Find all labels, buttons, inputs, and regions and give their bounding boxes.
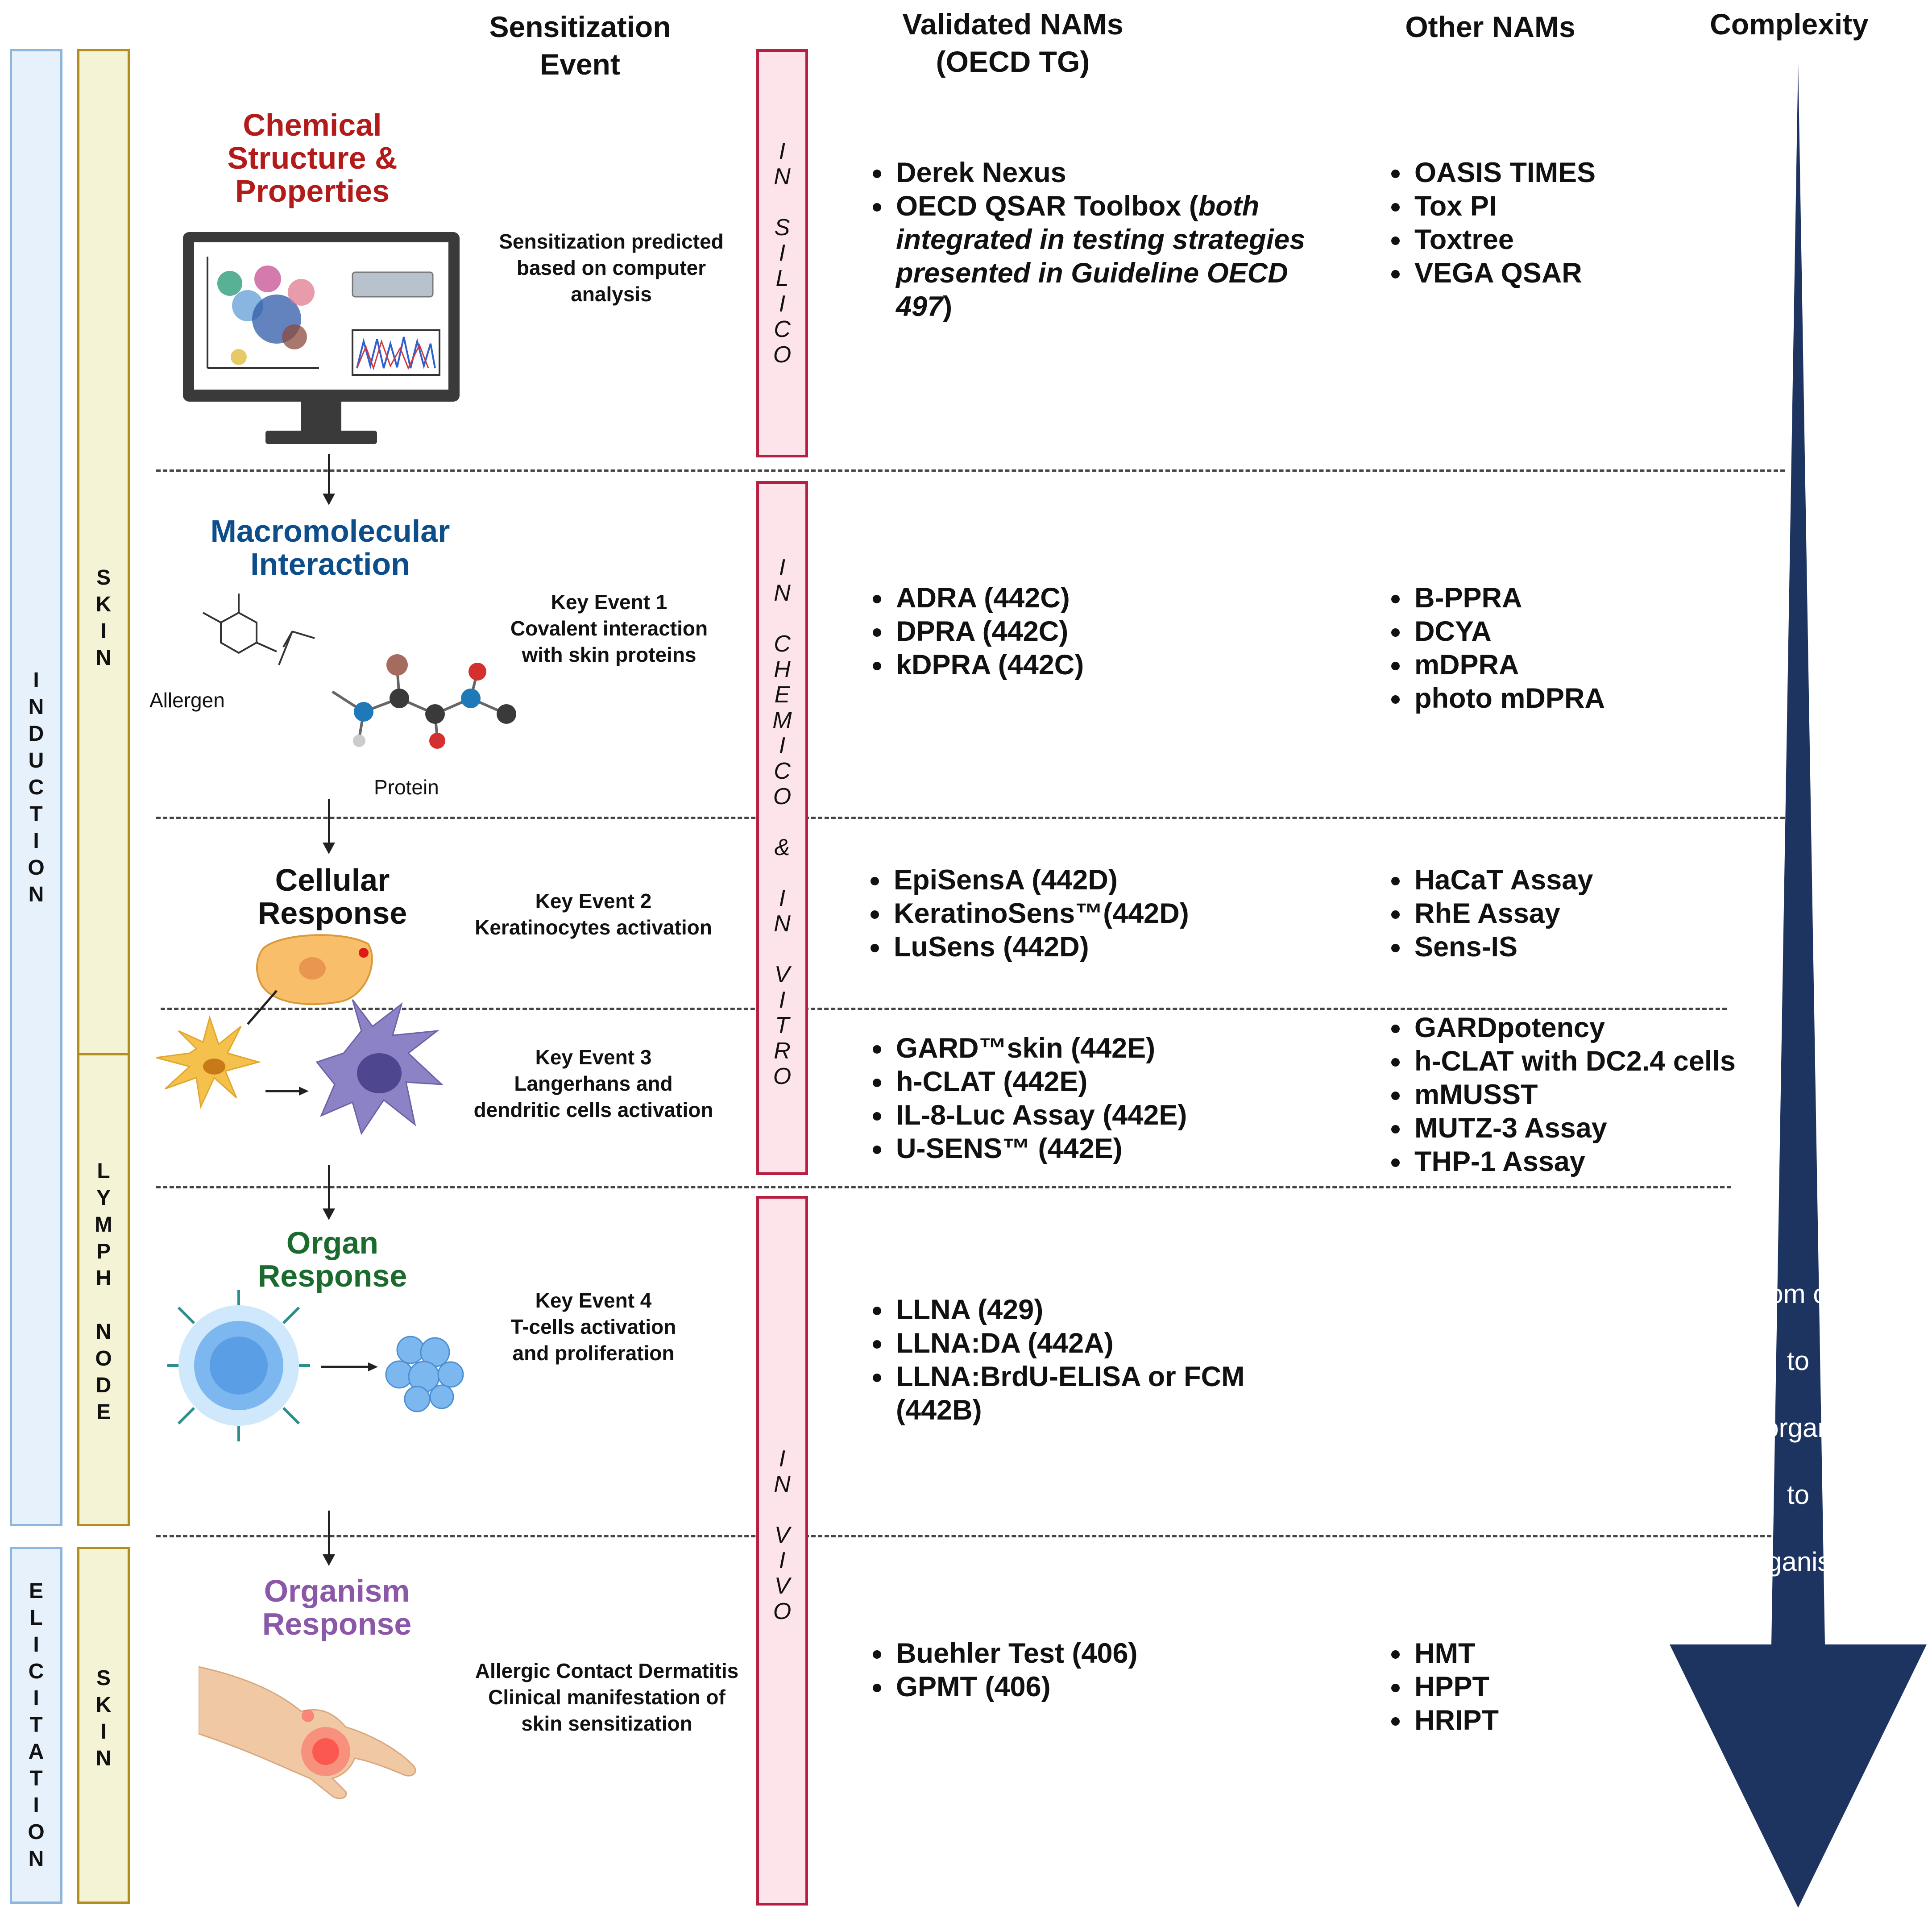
other-list-macromolecular: B-PPRA DCYA mDPRA photo mDPRA bbox=[1380, 581, 1687, 715]
list-item: IL-8-Luc Assay (442E) bbox=[892, 1099, 1316, 1132]
in-chemico-in-vitro-bar: I N C H E M I C O & I N V I T R O bbox=[756, 481, 808, 1175]
list-item: OECD QSAR Toolbox (both integrated in te… bbox=[892, 190, 1316, 324]
validated-list-cellular: EpiSensA (442D) KeratinoSens™(442D) LuSe… bbox=[859, 864, 1314, 964]
list-item: kDPRA (442C) bbox=[892, 648, 1294, 682]
list-item: photo mDPRA bbox=[1411, 682, 1687, 715]
list-item: VEGA QSAR bbox=[1411, 257, 1687, 290]
induction-label: I N D U C T I O N bbox=[28, 668, 45, 906]
skin-bar-top: S K I N bbox=[77, 49, 130, 1055]
stage-title-chemical: Chemical Structure & Properties bbox=[227, 108, 398, 208]
list-item: HRIPT bbox=[1411, 1704, 1687, 1737]
event-key-event-3: Key Event 3 Langerhans and dendritic cel… bbox=[473, 1046, 713, 1121]
skin-bottom-label: S K I N bbox=[95, 1666, 112, 1770]
other-list-chemical: OASIS TIMES Tox PI Toxtree VEGA QSAR bbox=[1380, 156, 1687, 290]
list-item: B-PPRA bbox=[1411, 581, 1687, 615]
list-item: MUTZ-3 Assay bbox=[1411, 1112, 1777, 1145]
in-silico-label: I N S I L I C O bbox=[773, 138, 792, 368]
event-organism: Allergic Contact Dermatitis Clinical man… bbox=[475, 1659, 739, 1735]
list-item: EpiSensA (442D) bbox=[890, 864, 1314, 897]
flow-arrow-1 bbox=[323, 454, 335, 505]
other-list-organism: HMT HPPT HRIPT bbox=[1380, 1637, 1687, 1737]
other-list-cellular: HaCaT Assay RhE Assay Sens-IS bbox=[1380, 864, 1687, 964]
other-list-dendritic: GARDpotency h-CLAT with DC2.4 cells mMUS… bbox=[1380, 1011, 1777, 1179]
list-item: KeratinoSens™(442D) bbox=[890, 897, 1314, 930]
divider-4 bbox=[156, 1186, 1731, 1188]
list-item: mDPRA bbox=[1411, 648, 1687, 682]
complexity-arrow-text: From cell to organ to organism bbox=[1743, 1279, 1853, 1577]
header-complexity: Complexity bbox=[1710, 8, 1869, 41]
list-item: GARD™skin (442E) bbox=[892, 1032, 1316, 1065]
list-item: Derek Nexus bbox=[892, 156, 1316, 190]
in-vivo-bar: I N V I V O bbox=[756, 1196, 808, 1906]
event-chemical: Sensitization predicted based on compute… bbox=[499, 230, 724, 306]
elicitation-label: E L I C I T A T I O N bbox=[28, 1579, 45, 1871]
list-item: HMT bbox=[1411, 1637, 1687, 1670]
divider-1 bbox=[156, 469, 1785, 472]
list-item: Sens-IS bbox=[1411, 930, 1687, 964]
list-item: LuSens (442D) bbox=[890, 930, 1314, 964]
flow-arrow-3 bbox=[323, 1165, 335, 1220]
stage-title-cellular: Cellular Response bbox=[257, 863, 407, 930]
list-item: LLNA (429) bbox=[892, 1293, 1276, 1327]
divider-2 bbox=[156, 817, 1785, 819]
list-item: THP-1 Assay bbox=[1411, 1145, 1777, 1179]
validated-list-macromolecular: ADRA (442C) DPRA (442C) kDPRA (442C) bbox=[861, 581, 1294, 682]
list-item: OASIS TIMES bbox=[1411, 156, 1687, 190]
stage-title-organ: Organ Response bbox=[257, 1225, 407, 1293]
list-item: GARDpotency bbox=[1411, 1011, 1777, 1045]
in-vivo-label: I N V I V O bbox=[773, 1446, 792, 1624]
validated-list-chemical: Derek Nexus OECD QSAR Toolbox (both inte… bbox=[861, 156, 1316, 324]
event-key-event-2: Key Event 2 Keratinocytes activation bbox=[475, 889, 712, 939]
list-item: RhE Assay bbox=[1411, 897, 1687, 930]
stage-title-organism: Organism Response bbox=[262, 1574, 412, 1641]
skin-bar-bottom: S K I N bbox=[77, 1547, 130, 1904]
list-item: ADRA (442C) bbox=[892, 581, 1294, 615]
list-item: Buehler Test (406) bbox=[892, 1637, 1294, 1670]
elicitation-bar: E L I C I T A T I O N bbox=[10, 1547, 62, 1904]
list-item: mMUSST bbox=[1411, 1078, 1777, 1112]
list-item: GPMT (406) bbox=[892, 1670, 1294, 1704]
hand-dermatitis-illustration bbox=[199, 1666, 416, 1799]
header-other-nams: Other NAMs bbox=[1405, 10, 1575, 43]
keratinocyte-illustration bbox=[256, 934, 373, 1005]
in-chemico-in-vitro-label: I N C H E M I C O & I N V I T R O bbox=[772, 555, 792, 1089]
allergen-label: Allergen bbox=[149, 689, 225, 712]
list-item: LLNA:DA (442A) bbox=[892, 1327, 1276, 1360]
list-item: Tox PI bbox=[1411, 190, 1687, 223]
list-item: DPRA (442C) bbox=[892, 615, 1294, 648]
dendritic-cells-illustration bbox=[156, 990, 444, 1135]
list-item: Toxtree bbox=[1411, 223, 1687, 257]
allergen-protein-illustration: Allergen Protein bbox=[149, 594, 516, 749]
lymph-node-bar: L Y M P H N O D E bbox=[77, 1053, 130, 1526]
validated-list-organ: LLNA (429) LLNA:DA (442A) LLNA:BrdU-ELIS… bbox=[861, 1293, 1276, 1427]
divider-5 bbox=[156, 1535, 1785, 1537]
computer-monitor-illustration bbox=[183, 232, 460, 444]
flow-arrow-4 bbox=[323, 1511, 335, 1566]
list-item: h-CLAT with DC2.4 cells bbox=[1411, 1045, 1777, 1078]
validated-list-dendritic: GARD™skin (442E) h-CLAT (442E) IL-8-Luc … bbox=[861, 1032, 1316, 1166]
lymph-node-label: L Y M P H N O D E bbox=[95, 1159, 112, 1424]
flow-arrow-2 bbox=[323, 799, 335, 854]
list-item: HPPT bbox=[1411, 1670, 1687, 1704]
complexity-arrow bbox=[1670, 62, 1927, 1908]
list-item: U-SENS™ (442E) bbox=[892, 1132, 1316, 1166]
divider-3 bbox=[161, 1008, 1727, 1010]
t-cell-proliferation-illustration bbox=[167, 1290, 464, 1441]
list-item: LLNA:BrdU-ELISA or FCM (442B) bbox=[892, 1360, 1276, 1427]
in-silico-bar: I N S I L I C O bbox=[756, 49, 808, 457]
event-key-event-4: Key Event 4 T-cells activation and proli… bbox=[510, 1289, 676, 1365]
induction-bar: I N D U C T I O N bbox=[10, 49, 62, 1526]
validated-list-organism: Buehler Test (406) GPMT (406) bbox=[861, 1637, 1294, 1704]
protein-label-text: Protein bbox=[374, 776, 439, 799]
list-item: DCYA bbox=[1411, 615, 1687, 648]
list-item: HaCaT Assay bbox=[1411, 864, 1687, 897]
stage-title-macromolecular: Macromolecular Interaction bbox=[210, 514, 450, 581]
header-sensitization-event: Sensitization Event bbox=[489, 10, 671, 81]
skin-top-label: S K I N bbox=[95, 566, 112, 670]
header-validated-nams: Validated NAMs (OECD TG) bbox=[902, 8, 1124, 78]
complexity-arrow-shape bbox=[1670, 62, 1927, 1908]
event-key-event-1: Key Event 1 Covalent interaction with sk… bbox=[510, 590, 708, 666]
list-item: h-CLAT (442E) bbox=[892, 1065, 1316, 1099]
